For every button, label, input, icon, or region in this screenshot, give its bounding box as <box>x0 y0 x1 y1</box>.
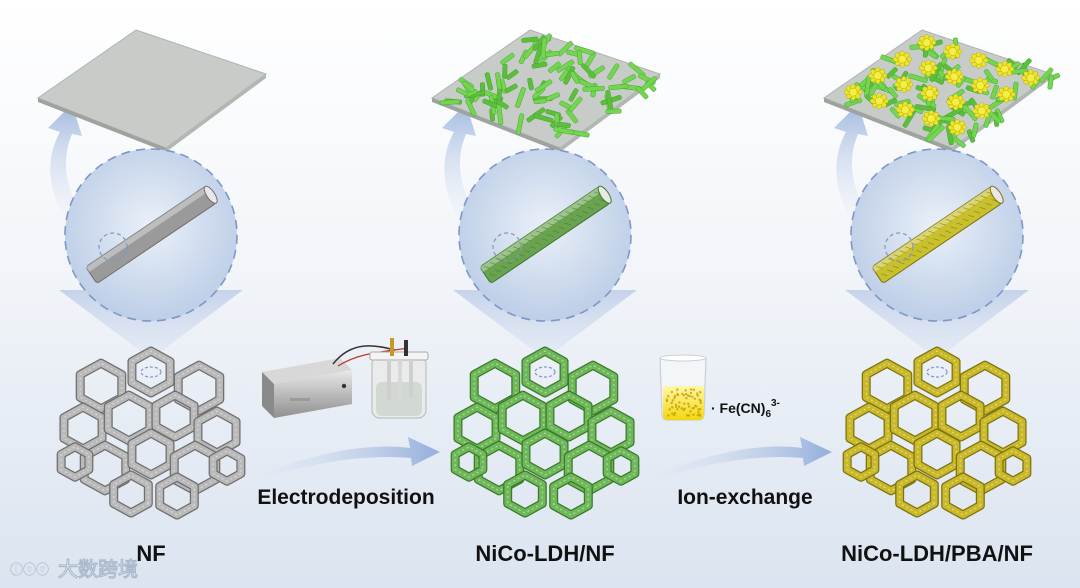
particle-dot <box>690 392 692 394</box>
pba-cluster <box>921 85 939 101</box>
particle-dot <box>687 394 689 396</box>
particle-dot <box>694 405 696 407</box>
pba-cluster <box>973 103 991 119</box>
particle-dot <box>671 412 673 414</box>
pba-cluster <box>896 102 914 118</box>
pba-cluster <box>970 52 988 68</box>
particle-dot <box>690 388 692 390</box>
particle-dot <box>697 414 699 416</box>
particle-dot <box>683 409 685 411</box>
watermark-text: 大数跨境 <box>58 557 138 581</box>
particle-dot <box>678 401 680 403</box>
particle-dot <box>691 395 693 397</box>
particle-dot <box>697 394 699 396</box>
particle-dot <box>692 407 694 409</box>
reagent-subscript: 6 <box>765 409 771 420</box>
particle-dot <box>675 404 677 406</box>
particle-dot <box>694 398 696 400</box>
particle-dot <box>676 393 678 395</box>
particle-dot <box>688 414 690 416</box>
pba-cluster <box>870 93 888 109</box>
particle-dot <box>667 395 669 397</box>
particle-dot <box>693 389 695 391</box>
pba-cluster <box>996 61 1014 77</box>
watermark-logo: ⓛⓞⓞ <box>10 562 49 577</box>
particle-dot <box>699 402 701 404</box>
pba-cluster <box>945 69 963 85</box>
pba-cluster <box>1022 70 1040 86</box>
particle-dot <box>692 413 694 415</box>
stage-label-nico-ldh-nf: NiCo-LDH/NF <box>475 541 614 566</box>
particle-dot <box>697 411 699 413</box>
particle-dot <box>667 414 669 416</box>
pba-cluster <box>895 76 913 92</box>
particle-dot <box>671 402 673 404</box>
pba-cluster <box>869 67 887 83</box>
particle-dot <box>671 406 673 408</box>
reagent-superscript: 3- <box>771 398 780 409</box>
pba-cluster <box>919 60 937 76</box>
magnifier-circle <box>851 149 1023 321</box>
stage-label-nico-ldh-pba-nf: NiCo-LDH/PBA/NF <box>841 541 1033 566</box>
pba-cluster <box>918 34 936 50</box>
reagent-prefix: · Fe(CN) <box>711 400 765 416</box>
particle-dot <box>672 399 674 401</box>
particle-dot <box>687 403 689 405</box>
pba-cluster <box>947 94 965 110</box>
particle-dot <box>673 397 675 399</box>
particle-dot <box>666 400 668 402</box>
particle-dot <box>681 407 683 409</box>
particle-dot <box>689 410 691 412</box>
pba-cluster <box>944 43 962 59</box>
particle-dot <box>683 394 685 396</box>
pba-cluster <box>922 110 940 126</box>
pba-cluster <box>893 51 911 67</box>
pba-cluster <box>844 84 862 100</box>
stage-label-nf: NF <box>136 541 165 566</box>
magnifier-circle <box>459 149 631 321</box>
particle-dot <box>669 408 671 410</box>
particle-dot <box>673 414 675 416</box>
magnifier-circle <box>65 149 237 321</box>
particle-dot <box>683 402 685 404</box>
step-label-electrodeposition: Electrodeposition <box>257 486 434 509</box>
pba-cluster <box>971 77 989 93</box>
particle-dot <box>676 388 678 390</box>
particle-dot <box>674 395 676 397</box>
step-label-ion-exchange: Ion-exchange <box>677 486 812 509</box>
particle-dot <box>688 405 690 407</box>
particle-dot <box>697 408 699 410</box>
pba-cluster <box>997 86 1015 102</box>
particle-dot <box>678 406 680 408</box>
particle-dot <box>685 397 687 399</box>
beaker-icon <box>660 355 706 420</box>
particle-dot <box>675 406 677 408</box>
pba-cluster <box>948 119 966 135</box>
particle-dot <box>674 412 676 414</box>
particle-dot <box>684 389 686 391</box>
particle-dot <box>696 392 698 394</box>
particle-dot <box>699 415 701 417</box>
particle-dot <box>671 391 673 393</box>
particle-dot <box>699 391 701 393</box>
particle-dot <box>676 408 678 410</box>
